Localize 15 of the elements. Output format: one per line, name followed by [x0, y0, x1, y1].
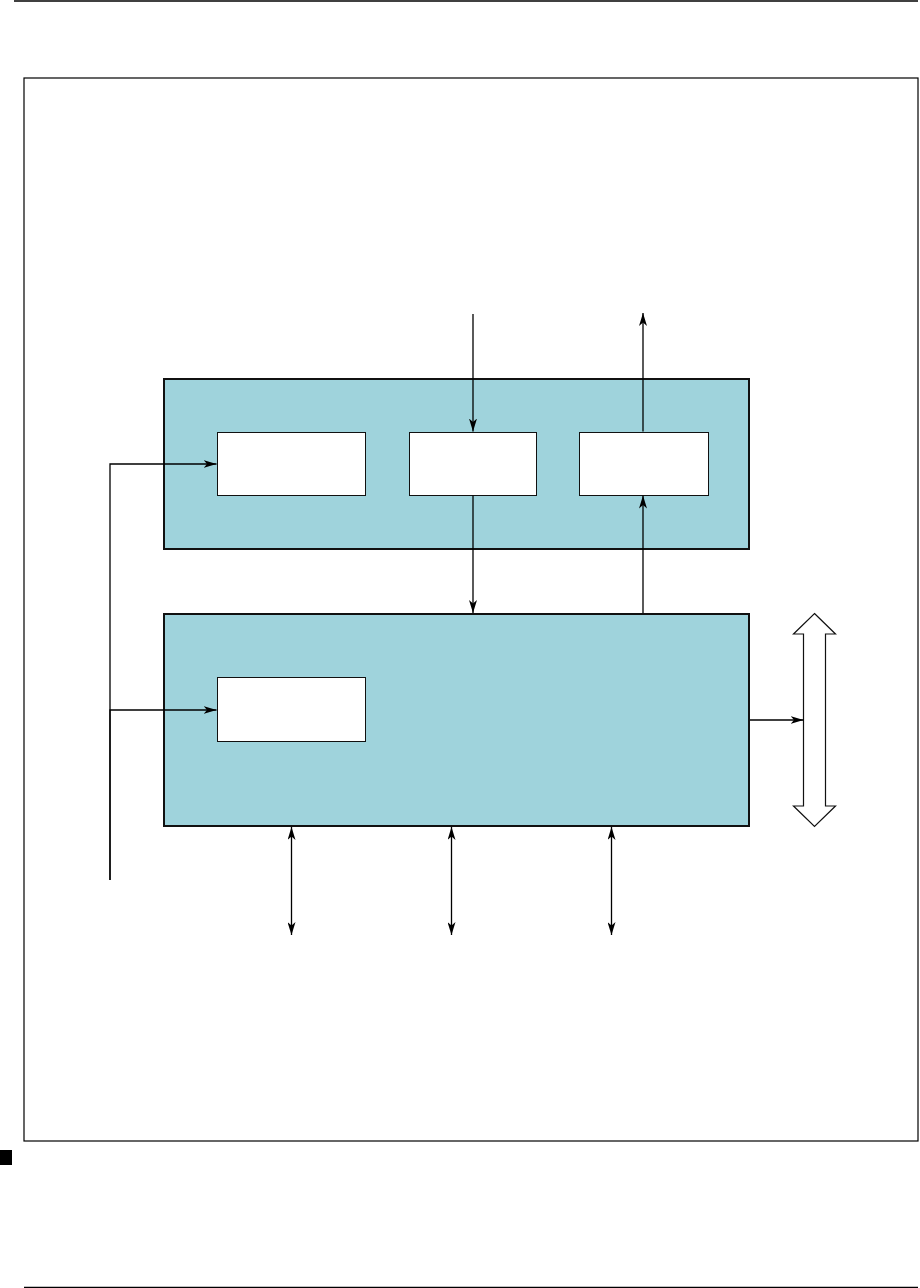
- arrow: [639, 312, 647, 433]
- sub-block: [578, 431, 709, 496]
- arrow: [639, 494, 647, 614]
- arrow: [607, 826, 616, 936]
- arrow: [447, 826, 456, 936]
- sub-block: [408, 431, 537, 496]
- module-block: [163, 613, 750, 827]
- sub-block: [216, 431, 366, 496]
- sub-block: [216, 676, 366, 742]
- module-block: [163, 378, 750, 550]
- arrow: [287, 826, 296, 936]
- arrow: [109, 706, 218, 881]
- double-arrow-symbol: [793, 613, 836, 827]
- arrow: [469, 494, 477, 614]
- arrow: [469, 313, 477, 433]
